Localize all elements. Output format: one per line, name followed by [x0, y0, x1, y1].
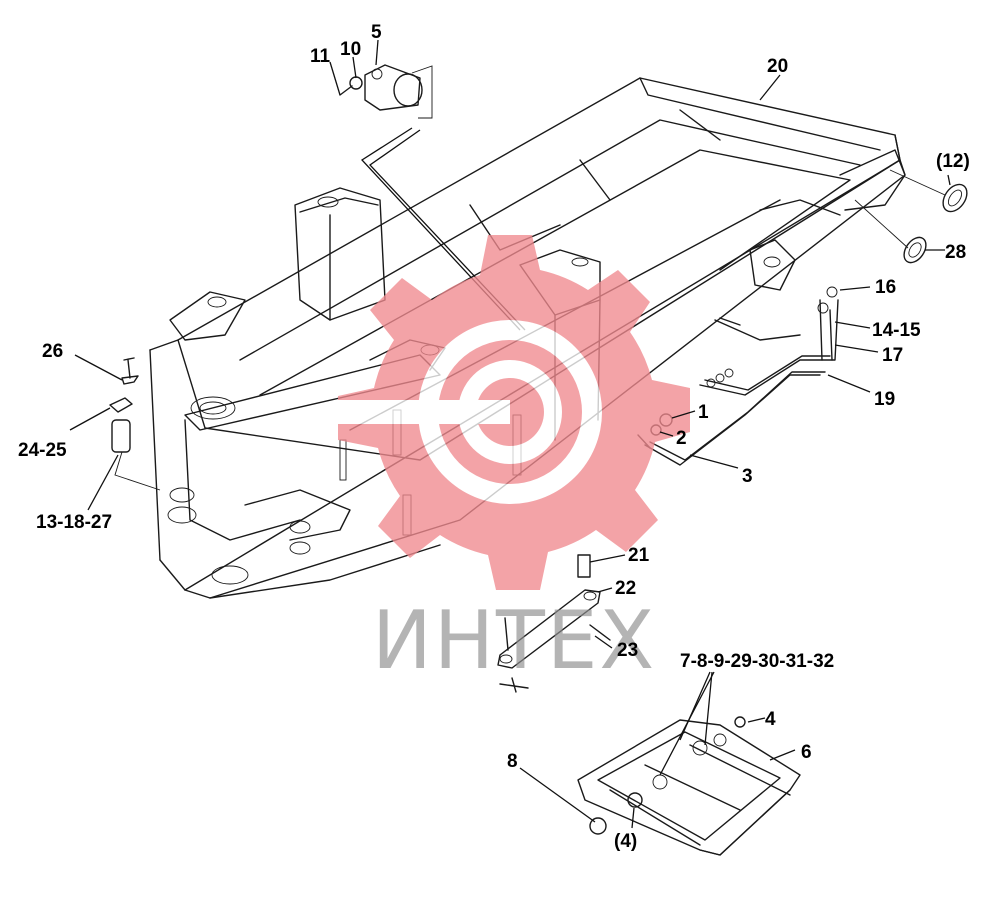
link-parts-21-22-23 [497, 554, 611, 693]
plug-parts-12-28 [854, 169, 968, 264]
label-24-25: 24-25 [18, 440, 67, 461]
watermark-gear-icon [335, 235, 690, 590]
label-14-15: 14-15 [872, 320, 921, 341]
label-7-8-9-29-30-31-32: 7-8-9-29-30-31-32 [680, 651, 834, 672]
label-26: 26 [42, 341, 63, 362]
label-19: 19 [874, 389, 895, 410]
cylinder-part-5 [339, 64, 526, 331]
hydraulic-lines [644, 286, 839, 466]
label-8: 8 [507, 751, 518, 772]
label-3: 3 [742, 466, 753, 487]
label-28: 28 [945, 242, 966, 263]
label-13-18-27: 13-18-27 [36, 512, 112, 533]
label-11: 11 [310, 46, 331, 67]
label-10: 10 [340, 39, 361, 60]
label-17: 17 [882, 345, 903, 366]
label-20: 20 [767, 56, 788, 77]
label-21: 21 [628, 545, 650, 566]
leader-lines [69, 39, 951, 829]
label-4-paren: (4) [614, 831, 637, 852]
label-22: 22 [615, 578, 636, 599]
label-1: 1 [698, 402, 709, 423]
label-23: 23 [617, 640, 638, 661]
label-16: 16 [875, 277, 896, 298]
label-6: 6 [801, 742, 812, 763]
watermark-text: ИНТЕХ [372, 594, 656, 687]
bolt-parts-left [109, 357, 161, 491]
callout-labels: 5 10 11 20 (12) 28 16 14-15 17 19 1 2 3 … [18, 22, 970, 852]
label-12: (12) [936, 151, 970, 172]
plate-part-6 [577, 716, 801, 856]
label-5: 5 [371, 22, 382, 43]
watermark-logo: ИНТЕХ [335, 235, 690, 687]
label-4: 4 [765, 709, 776, 730]
label-2: 2 [676, 428, 687, 449]
